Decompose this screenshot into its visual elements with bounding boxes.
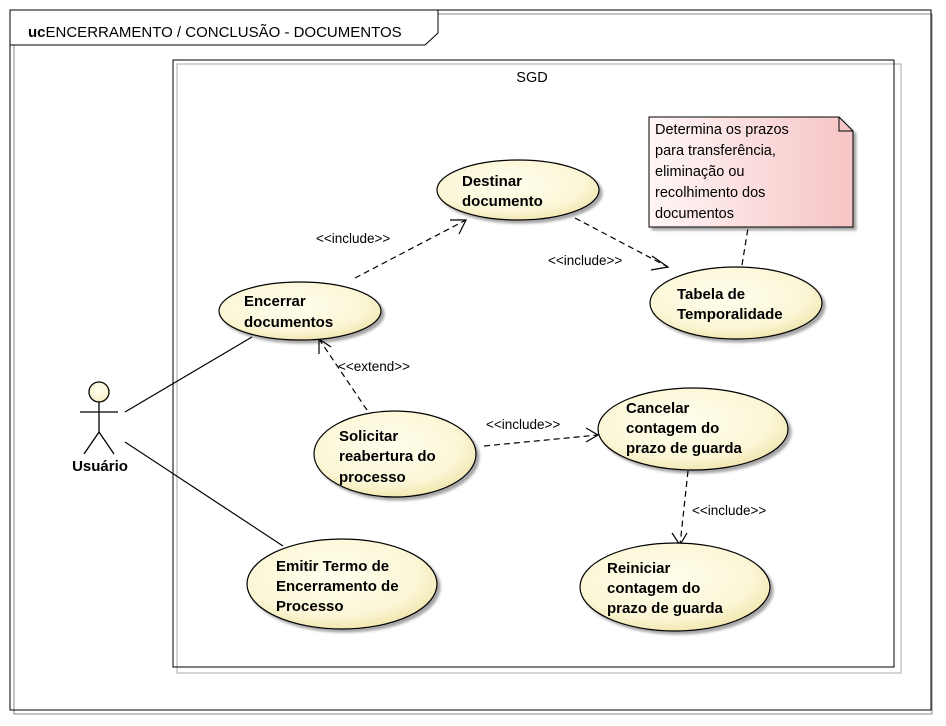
include-encerrar-destinar [354,219,467,279]
use-case-encerrar-line-1: Encerrar [244,293,306,310]
stereotype-cancelar-reiniciar: <<include>> [692,503,766,518]
use-case-solicitar-line-1: Solicitar [339,428,398,445]
note-line-2: para transferência, [655,143,776,159]
note-line-5: documentos [655,206,734,222]
use-case-solicitar-line-2: reabertura do [339,448,436,465]
use-case-solicitar[interactable]: Solicitar reabertura do processo [313,410,477,498]
include-destinar-tabela [574,217,670,271]
use-case-solicitar-line-3: processo [339,469,406,486]
use-case-emitir-line-3: Processo [276,598,344,615]
system-boundary-name: SGD [516,70,547,86]
stereotype-labels: <<include>> <<include>> <<extend>> <<inc… [316,231,766,518]
note-line-1: Determina os prazos [655,122,789,138]
actor-usuario[interactable]: Usuário [72,381,128,475]
note-line-3: eliminação ou [655,164,744,180]
note-connector [741,227,749,266]
note: Determina os prazos para transferência, … [648,116,854,228]
system-boundary: SGD [172,59,902,674]
use-case-cancelar-line-1: Cancelar [626,400,690,417]
use-case-tabela-line-1: Tabela de [677,286,745,303]
use-case-cancelar-line-2: contagem do [626,420,719,437]
use-case-cancelar[interactable]: Cancelar contagem do prazo de guarda [597,387,789,471]
use-case-reiniciar-line-3: prazo de guarda [607,600,724,617]
stereotype-encerrar-destinar: <<include>> [316,231,390,246]
association-encerrar [124,336,253,413]
stereotype-destinar-tabela: <<include>> [548,253,622,268]
actor-name: Usuário [72,458,128,475]
stereotype-solicitar-cancelar: <<include>> [486,417,560,432]
use-case-reiniciar-line-2: contagem do [607,580,700,597]
use-case-emitir[interactable]: Emitir Termo de Encerramento de Processo [246,538,438,630]
use-case-destinar-line-1: Destinar [462,173,522,190]
use-case-emitir-line-2: Encerramento de [276,578,399,595]
use-case-encerrar-line-2: documentos [244,314,333,331]
use-case-cancelar-line-3: prazo de guarda [626,440,743,457]
use-case-destinar-line-2: documento [462,193,543,210]
use-case-reiniciar-line-1: Reiniciar [607,560,671,577]
stick-figure-icon [80,381,118,455]
note-line-4: recolhimento dos [655,185,765,201]
frame-title: ucENCERRAMENTO / CONCLUSÃO - DOCUMENTOS [28,24,402,41]
include-cancelar-reiniciar [671,470,689,547]
use-case-emitir-line-1: Emitir Termo de [276,558,389,575]
extend-solicitar-encerrar [318,337,368,411]
include-solicitar-cancelar [483,427,600,447]
use-case-encerrar[interactable]: Encerrar documentos [218,281,382,341]
use-case-reiniciar[interactable]: Reiniciar contagem do prazo de guarda [579,542,771,632]
use-case-tabela-line-2: Temporalidade [677,306,783,323]
association-emitir [124,441,284,547]
stereotype-solicitar-encerrar: <<extend>> [338,359,410,374]
use-case-tabela[interactable]: Tabela de Temporalidade [649,266,823,340]
associations [124,336,284,547]
diagram-frame: ucENCERRAMENTO / CONCLUSÃO - DOCUMENTOS [9,9,933,715]
use-case-destinar[interactable]: Destinar documento [436,159,600,221]
